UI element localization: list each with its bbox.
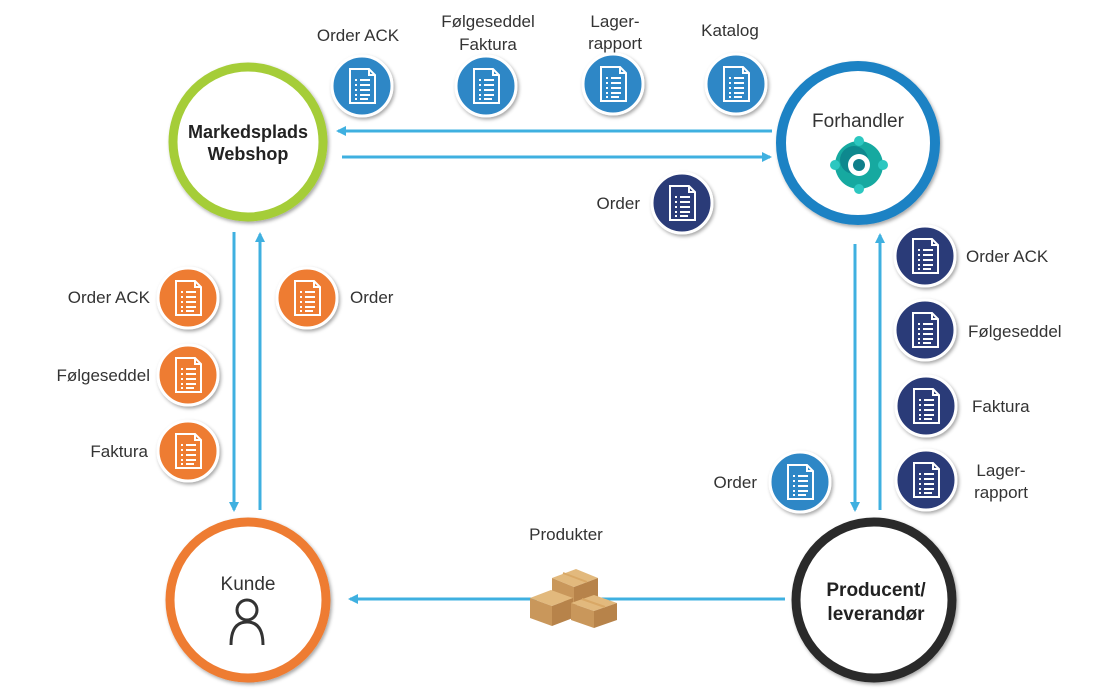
customer-node: Kunde — [165, 517, 331, 683]
document-order-ack-top: Order ACK — [317, 26, 400, 118]
doc-label-order-top: Order — [597, 194, 641, 213]
document-invoice-left: Faktura — [90, 419, 220, 483]
document-invoice-right: Faktura — [894, 374, 1030, 438]
doc-label-stock-report-top-1: Lager- — [590, 12, 639, 31]
dealer-node: Forhandler — [776, 61, 940, 225]
document-delivery-note-left: Følgeseddel — [56, 343, 220, 407]
document-stock-report-top: Lager- rapport — [581, 12, 645, 116]
document-delivery-invoice-top: Følgeseddel Faktura — [441, 12, 535, 118]
doc-label-order-ack-left: Order ACK — [68, 288, 151, 307]
doc-label-order-ack-top: Order ACK — [317, 26, 400, 45]
business-central-logo-icon — [830, 136, 888, 194]
doc-label-delivery-note-left: Følgeseddel — [56, 366, 150, 385]
marketplace-label-line1: Markedsplads — [188, 122, 308, 142]
marketplace-label-line2: Webshop — [208, 144, 289, 164]
producer-node: Producent/ leverandør — [791, 517, 957, 683]
products-label: Produkter — [529, 525, 603, 544]
document-order-top: Order — [597, 171, 714, 235]
producer-label-line1: Producent/ — [826, 580, 926, 601]
doc-label-order-left: Order — [350, 288, 394, 307]
doc-label-order-right: Order — [714, 473, 758, 492]
document-order-left: Order — [275, 266, 394, 330]
dealer-label: Forhandler — [812, 111, 905, 132]
doc-label-delivery-note-right: Følgeseddel — [968, 322, 1062, 341]
document-order-right: Order — [714, 450, 832, 514]
doc-label-stock-report-right-2: rapport — [974, 483, 1028, 502]
document-delivery-note-right: Følgeseddel — [893, 298, 1062, 362]
doc-label-invoice-left: Faktura — [90, 442, 148, 461]
document-order-ack-right: Order ACK — [893, 224, 1049, 288]
doc-label-stock-report-top-2: rapport — [588, 34, 642, 53]
marketplace-node: Markedsplads Webshop — [168, 62, 328, 222]
doc-label-order-ack-right: Order ACK — [966, 247, 1049, 266]
person-icon — [229, 598, 265, 646]
doc-label-catalog-top: Katalog — [701, 21, 759, 40]
document-order-ack-left: Order ACK — [68, 266, 220, 330]
doc-label-delivery-note-top: Følgeseddel — [441, 12, 535, 31]
document-stock-report-right: Lager- rapport — [894, 448, 1028, 512]
doc-label-stock-report-right-1: Lager- — [976, 461, 1025, 480]
doc-label-invoice-top: Faktura — [459, 35, 517, 54]
cardboard-boxes-icon — [530, 569, 617, 628]
customer-label: Kunde — [221, 574, 276, 595]
doc-label-invoice-right: Faktura — [972, 397, 1030, 416]
producer-label-line2: leverandør — [827, 604, 925, 625]
document-catalog-top: Katalog — [701, 21, 768, 116]
